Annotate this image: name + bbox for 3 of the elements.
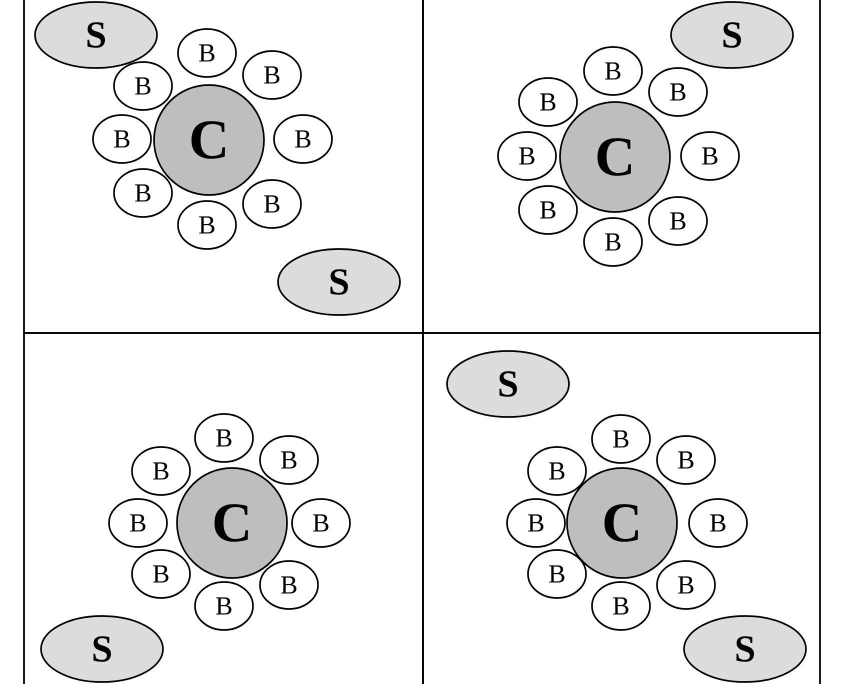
- panel-frame: [23, 332, 424, 684]
- panel-frame: [422, 0, 821, 334]
- panel-frame: [422, 332, 821, 684]
